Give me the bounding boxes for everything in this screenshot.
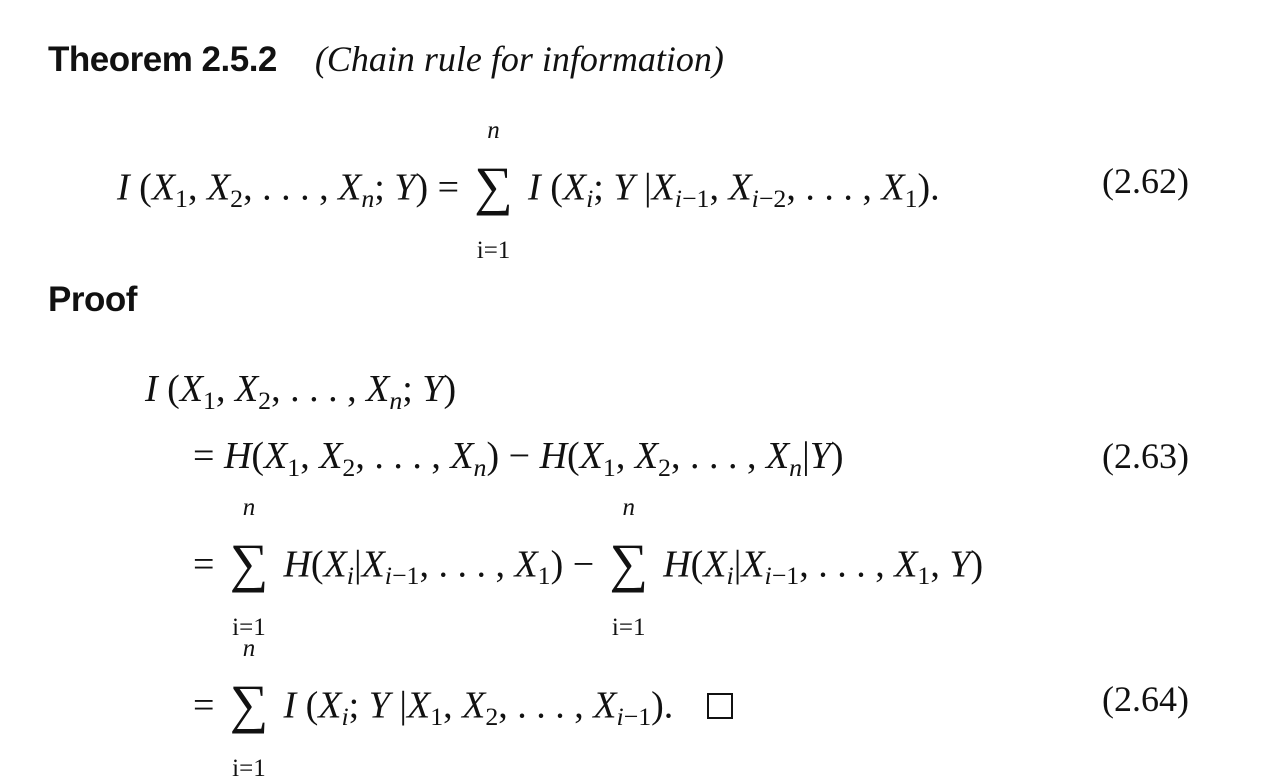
theorem-title: (Chain rule for information) — [314, 39, 724, 79]
sum-lower-limit: i=1 — [611, 614, 646, 641]
sum-lower-limit: i=1 — [476, 237, 511, 264]
equation-2-62: I (X1, X2, . . . , Xn; Y) = n ∑ i=1 I (X… — [117, 117, 940, 264]
summation-symbol: n ∑ i=1 — [224, 495, 274, 640]
proof-label: Proof — [48, 280, 137, 319]
equation-2-64: = n ∑ i=1 I (Xi; Y |X1, X2, . . . , Xi−1… — [193, 636, 734, 781]
sum-upper-limit: n — [242, 494, 256, 521]
sum-upper-limit: n — [242, 635, 256, 662]
theorem-label: Theorem 2.5.2 — [48, 40, 277, 79]
equation-number-2-64: (2.64) — [1102, 679, 1189, 719]
equation-number-2-62: (2.62) — [1102, 161, 1189, 201]
sum-lower-limit: i=1 — [232, 755, 266, 782]
proof-lhs: I (X1, X2, . . . , Xn; Y) — [145, 368, 457, 415]
equation-number-2-63: (2.63) — [1102, 436, 1189, 476]
summation-symbol: n ∑ i=1 — [469, 118, 519, 263]
sum-lower-limit: i=1 — [232, 614, 266, 641]
summation-symbol: n ∑ i=1 — [604, 495, 654, 640]
sum-upper-limit: n — [622, 494, 635, 521]
sum-upper-limit: n — [487, 117, 500, 144]
qed-square-icon — [707, 693, 734, 720]
equation-2-63: = H(X1, X2, . . . , Xn) − H(X1, X2, . . … — [193, 435, 844, 482]
equation-unnumbered: = n ∑ i=1 H(Xi|Xi−1, . . . , X1) − n ∑ i… — [193, 494, 984, 641]
theorem-heading: Theorem 2.5.2 (Chain rule for informatio… — [48, 38, 724, 80]
summation-symbol: n ∑ i=1 — [224, 636, 274, 781]
